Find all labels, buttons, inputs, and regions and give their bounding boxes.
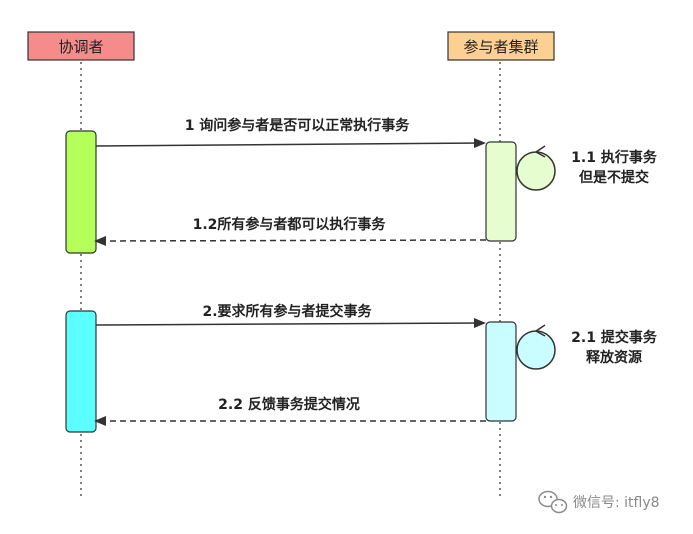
phase1-self-loop (516, 145, 556, 191)
phase1-request-arrow (95, 138, 486, 149)
phase2-loop-circle (516, 330, 556, 370)
phase1-response-arrow (94, 235, 487, 246)
cohort-activation-phase1 (485, 141, 517, 242)
phase1-self-action-line1: 1.1 执行事务 (571, 149, 658, 166)
phase2-self-action-line2: 释放资源 (586, 349, 642, 366)
phase2-request-label: 2.要求所有参与者提交事务 (202, 303, 372, 320)
phase1-request-label: 1 询问参与者是否可以正常执行事务 (185, 117, 411, 134)
phase2-response-label: 2.2 反馈事务提交情况 (218, 396, 360, 413)
coordinator-activation-phase2 (65, 310, 97, 433)
cohort-header-box (447, 31, 555, 61)
coordinator-header: 协调者 (27, 31, 135, 61)
coordinator-label: 协调者 (58, 38, 103, 56)
coordinator-activation-phase1 (65, 130, 97, 254)
phase2-self-action-line1: 2.1 提交事务 (571, 329, 658, 346)
phase1-response-label: 1.2所有参与者都可以执行事务 (193, 216, 387, 233)
phase1-self-action-line2: 但是不提交 (578, 169, 649, 186)
wechat-icon (538, 490, 568, 514)
phase2-self-loop (516, 324, 556, 370)
watermark-text: 微信号: itfly8 (573, 495, 660, 511)
watermark: 微信号: itfly8 (538, 490, 660, 514)
cohort-label: 参与者集群 (463, 38, 538, 56)
phase1-loop-circle (516, 151, 556, 191)
phase1-loop-arrowhead (535, 145, 546, 158)
phase2-request-arrow (95, 318, 486, 329)
cohort-header: 参与者集群 (447, 31, 555, 61)
coordinator-header-box (27, 31, 135, 61)
phase2-loop-arrowhead (535, 324, 546, 337)
cohort-activation-phase2 (485, 321, 517, 422)
